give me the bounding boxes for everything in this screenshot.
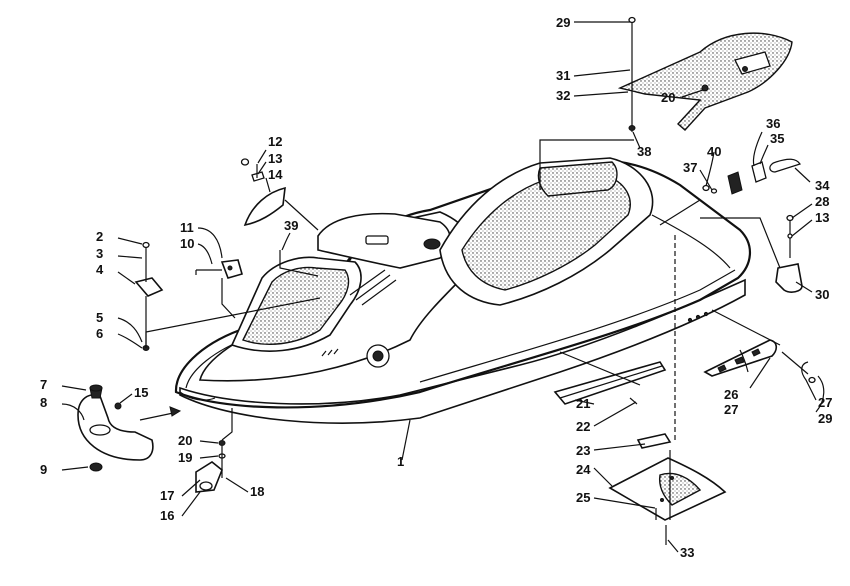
callout-35: 35 <box>770 131 784 146</box>
callout-27-left: 27 <box>724 402 738 417</box>
callout-31: 31 <box>556 68 570 83</box>
callout-19: 19 <box>178 450 192 465</box>
bracket-part <box>196 259 243 279</box>
callout-28: 28 <box>815 194 829 209</box>
callout-18: 18 <box>250 484 264 499</box>
callout-34: 34 <box>815 178 830 193</box>
callout-10: 10 <box>180 236 194 251</box>
callout-29-right: 29 <box>818 411 832 426</box>
callout-labels: 29 31 32 20 38 40 37 36 35 34 28 13 30 2… <box>40 15 832 560</box>
callout-9: 9 <box>40 462 47 477</box>
rear-cover-part <box>617 32 793 131</box>
intake-plate-part <box>608 433 727 521</box>
callout-23: 23 <box>576 443 590 458</box>
callout-3: 3 <box>96 246 103 261</box>
callout-5: 5 <box>96 310 103 325</box>
callout-40: 40 <box>707 144 721 159</box>
callout-27-right: 27 <box>818 395 832 410</box>
rub-strip-part <box>553 361 667 405</box>
callout-4: 4 <box>96 262 104 277</box>
hardware-stacks <box>114 16 816 545</box>
callout-25: 25 <box>576 490 590 505</box>
callout-21: 21 <box>576 396 590 411</box>
bumper-part <box>77 384 154 472</box>
leader-lines <box>61 21 825 553</box>
callout-20-left: 20 <box>178 433 192 448</box>
callout-22: 22 <box>576 419 590 434</box>
mount-bracket-part <box>134 241 164 351</box>
callout-14: 14 <box>268 167 283 182</box>
callout-32: 32 <box>556 88 570 103</box>
callout-15: 15 <box>134 385 148 400</box>
callout-12: 12 <box>268 134 282 149</box>
callout-24: 24 <box>576 462 591 477</box>
callout-29-top: 29 <box>556 15 570 30</box>
callout-20-top: 20 <box>661 90 675 105</box>
callout-8: 8 <box>40 395 47 410</box>
strap-part <box>775 263 803 293</box>
callout-39: 39 <box>284 218 298 233</box>
callout-38: 38 <box>637 144 651 159</box>
callout-30: 30 <box>815 287 829 302</box>
callout-6: 6 <box>96 326 103 341</box>
callout-1: 1 <box>397 454 404 469</box>
callout-37: 37 <box>683 160 697 175</box>
hull-body <box>174 157 751 424</box>
callout-16: 16 <box>160 508 174 523</box>
fitting-part <box>195 440 226 493</box>
callout-7: 7 <box>40 377 47 392</box>
callout-26: 26 <box>724 387 738 402</box>
callout-13-right: 13 <box>815 210 829 225</box>
callout-33: 33 <box>680 545 694 560</box>
sponson-part <box>703 339 778 377</box>
callout-36: 36 <box>766 116 780 131</box>
callout-11: 11 <box>180 220 194 235</box>
callout-13-top: 13 <box>268 151 282 166</box>
callout-2: 2 <box>96 229 103 244</box>
callout-17: 17 <box>160 488 174 503</box>
latch-part <box>702 158 801 195</box>
